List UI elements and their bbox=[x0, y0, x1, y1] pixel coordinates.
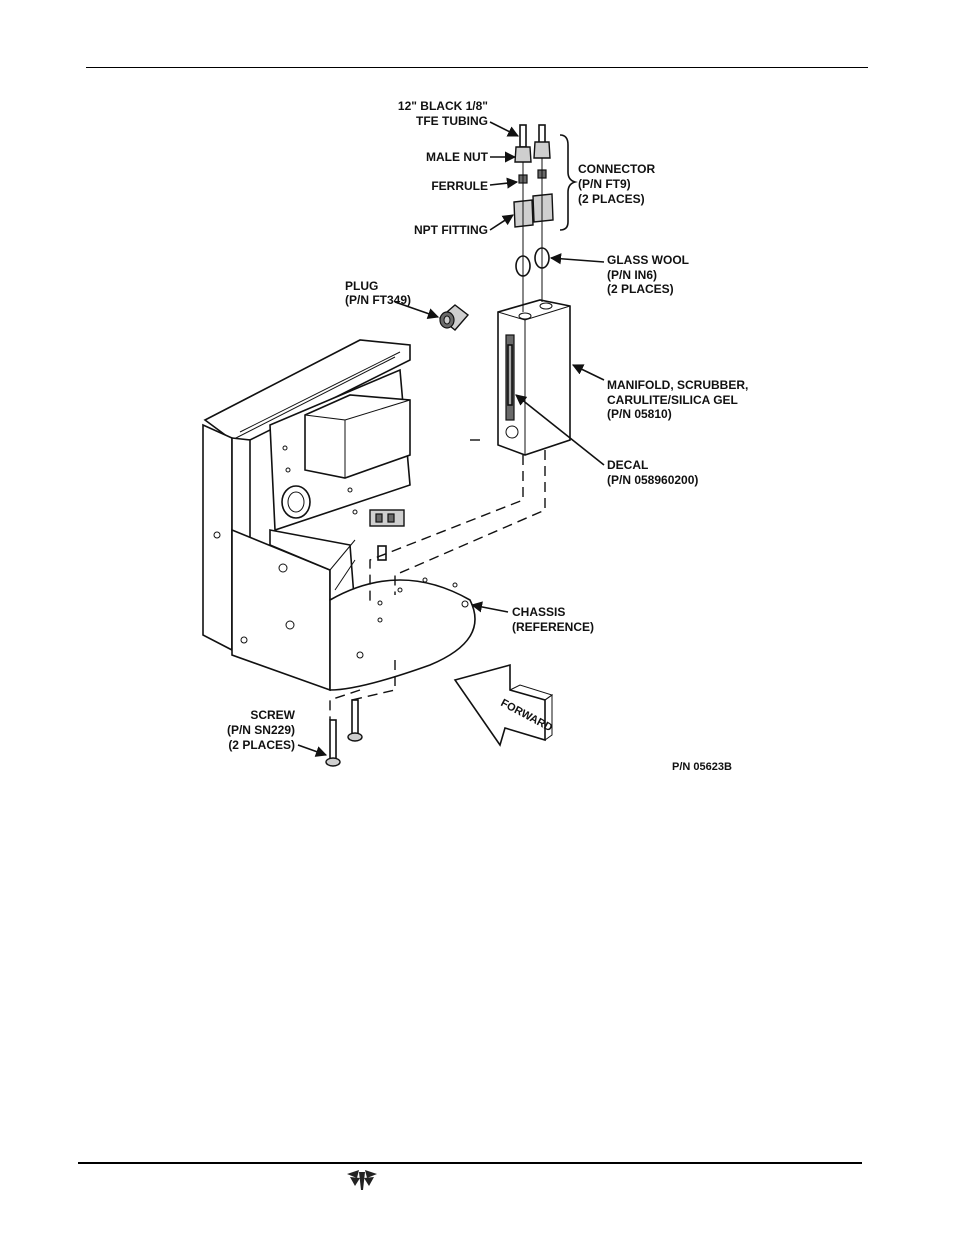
plug-drawing bbox=[440, 305, 468, 330]
manifold-label-line-3: (P/N 05810) bbox=[607, 407, 672, 421]
npt-fitting-label: NPT FITTING bbox=[414, 223, 488, 237]
screw-label-line-3: (2 PLACES) bbox=[228, 738, 295, 752]
male-nut-label: MALE NUT bbox=[426, 150, 489, 164]
chassis-label-line-2: (REFERENCE) bbox=[512, 620, 594, 634]
connector-stack-drawing bbox=[514, 125, 553, 312]
manifold-scrubber-drawing bbox=[498, 300, 570, 455]
manifold-label-line-1: MANIFOLD, SCRUBBER, bbox=[607, 378, 748, 392]
connector-label-line-2: (P/N FT9) bbox=[578, 177, 631, 191]
screw-drawing bbox=[326, 700, 362, 766]
tubing-label-line-2: TFE TUBING bbox=[416, 114, 488, 128]
manifold-label-line-2: CARULITE/SILICA GEL bbox=[607, 393, 738, 407]
teledyne-logo-icon bbox=[347, 1170, 377, 1190]
ferrule-label: FERRULE bbox=[431, 179, 488, 193]
chassis-drawing bbox=[203, 340, 475, 690]
glass-wool-label-line-2: (P/N IN6) bbox=[607, 268, 657, 282]
screw-label-line-2: (P/N SN229) bbox=[227, 723, 295, 737]
plug-label-line-2: (P/N FT349) bbox=[345, 293, 411, 307]
chassis-label-line-1: CHASSIS bbox=[512, 605, 565, 619]
decal-label-line-1: DECAL bbox=[607, 458, 648, 472]
glass-wool-label-line-1: GLASS WOOL bbox=[607, 253, 689, 267]
drawing-part-number: P/N 05623B bbox=[672, 761, 732, 773]
decal-label-line-2: (P/N 058960200) bbox=[607, 473, 698, 487]
tubing-label-line-1: 12" BLACK 1/8" bbox=[398, 99, 488, 113]
connector-brace bbox=[560, 135, 575, 230]
connector-label-line-1: CONNECTOR bbox=[578, 162, 655, 176]
plug-label-line-1: PLUG bbox=[345, 279, 378, 293]
screw-label-line-1: SCREW bbox=[250, 708, 295, 722]
forward-arrow: FORWARD bbox=[455, 665, 554, 745]
glass-wool-label-line-3: (2 PLACES) bbox=[607, 282, 674, 296]
connector-label-line-3: (2 PLACES) bbox=[578, 192, 645, 206]
